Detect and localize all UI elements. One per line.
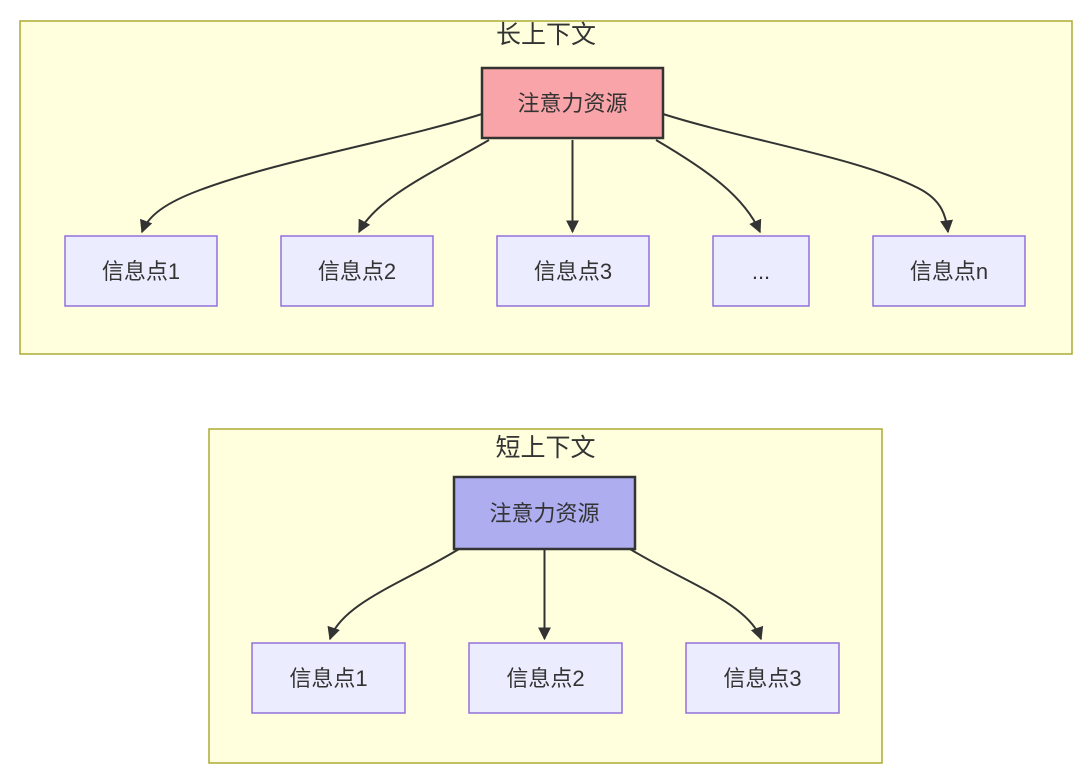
long-info-box-3 [496, 235, 650, 307]
short-attention-node: 注意力资源 [452, 475, 637, 551]
short-context-cluster: 短上下文 注意力资源 信息点1 信息点2 [208, 428, 883, 764]
short-info-node-2: 信息点2 [468, 642, 623, 714]
short-attention-label: 注意力资源 [489, 501, 599, 526]
edge-attention-to-ellipsis [655, 139, 762, 234]
long-info-box-ellipsis [712, 235, 810, 307]
long-info-label-ellipsis: ... [752, 259, 770, 284]
long-info-label-3: 信息点3 [534, 259, 612, 284]
long-info-node-ellipsis: ... [712, 235, 810, 307]
long-attention-label: 注意力资源 [517, 91, 627, 116]
long-info-label-1: 信息点1 [102, 259, 180, 284]
long-info-box-n [872, 235, 1026, 307]
short-context-title: 短上下文 [495, 434, 595, 462]
short-context-edges [327, 548, 764, 641]
long-info-box-1 [64, 235, 218, 307]
short-info-box-1 [251, 642, 406, 714]
long-attention-node: 注意力资源 [480, 66, 665, 140]
long-info-box-2 [280, 235, 434, 307]
long-info-node-2: 信息点2 [280, 235, 434, 307]
edge-short-attention-to-info1 [327, 548, 460, 641]
long-info-label-2: 信息点2 [318, 259, 396, 284]
short-info-label-2: 信息点2 [506, 666, 584, 691]
long-info-node-n: 信息点n [872, 235, 1026, 307]
edge-attention-to-info1 [140, 113, 483, 234]
edge-attention-to-info2 [358, 139, 490, 234]
long-attention-box [480, 66, 665, 140]
edge-attention-to-infon [662, 113, 953, 234]
short-info-box-2 [468, 642, 623, 714]
long-context-edges [140, 113, 953, 234]
long-info-node-3: 信息点3 [496, 235, 650, 307]
long-context-title: 长上下文 [496, 21, 596, 49]
long-context-cluster: 长上下文 注意力资源 信息点1 信息点2 [19, 20, 1073, 355]
short-attention-box [452, 475, 637, 551]
short-info-label-1: 信息点1 [289, 666, 367, 691]
short-info-node-3: 信息点3 [685, 642, 840, 714]
short-info-node-1: 信息点1 [251, 642, 406, 714]
long-info-label-n: 信息点n [910, 259, 988, 284]
short-info-box-3 [685, 642, 840, 714]
edge-short-attention-to-info3 [629, 548, 764, 641]
short-info-label-3: 信息点3 [723, 666, 801, 691]
long-info-node-1: 信息点1 [64, 235, 218, 307]
